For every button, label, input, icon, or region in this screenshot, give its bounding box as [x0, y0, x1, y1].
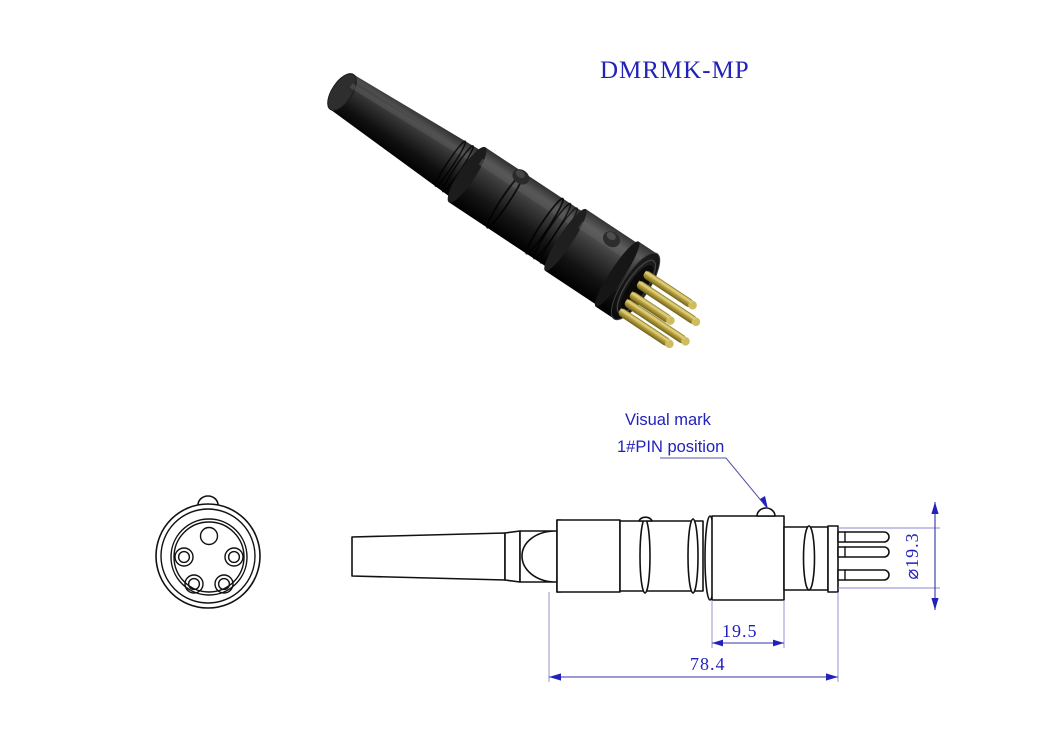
page-title: DMRMK-MP [600, 57, 750, 84]
front-view-socket-3 [224, 547, 244, 567]
side-view-cable-collar [504, 530, 521, 583]
pin-3 [629, 291, 675, 325]
side-view-visual-mark-bump [756, 507, 776, 517]
dimension-shell-length-text: 19.5 [722, 621, 758, 641]
side-view-oring-1 [639, 518, 651, 594]
front-view-second-ring [160, 508, 256, 604]
pin-1 [643, 270, 697, 310]
visual-mark-note-line2: 1#PIN position [617, 438, 724, 456]
side-view-pin-1 [837, 531, 890, 543]
front-view-keyway-bump [197, 495, 219, 506]
connector-pins-3d [618, 270, 701, 349]
dimension-overall-length-text: 78.4 [690, 654, 726, 674]
dimension-shell-length: 19.5 [711, 600, 785, 648]
side-view-boot-taper [519, 530, 557, 583]
pin-4 [624, 298, 690, 346]
dimension-shell-diameter-text: ⌀19.3 [902, 532, 922, 579]
visual-mark-leader [660, 457, 769, 510]
side-view [351, 507, 890, 601]
front-view [155, 495, 261, 609]
front-shell-3d [544, 208, 638, 305]
front-view-insert-ring [170, 518, 248, 596]
front-view-socket-5 [214, 574, 234, 594]
pin-2 [636, 280, 701, 327]
side-view-pin-2 [837, 546, 890, 558]
dimension-overall-length: 78.4 [548, 592, 839, 682]
side-view-cable [351, 532, 506, 581]
side-view-front-shell [711, 515, 785, 601]
front-view-socket-1 [199, 526, 219, 546]
side-view-pin-3 [837, 569, 890, 581]
dimension-shell-diameter: ⌀19.3 [838, 502, 940, 610]
boot-grooves-3d [434, 140, 475, 193]
side-view-boot-barrel [556, 519, 621, 593]
connector-3d-assembly [327, 73, 701, 349]
side-view-mid-bump [638, 516, 653, 522]
pin-5 [618, 307, 674, 349]
front-view-insert-inner-ring [173, 521, 245, 593]
side-view-pin-base [827, 525, 839, 593]
front-view-socket-4 [184, 574, 204, 594]
visual-mark-note-line1: Visual mark [625, 411, 712, 429]
side-view-oring-2 [687, 518, 699, 594]
front-view-socket-2 [174, 547, 194, 567]
side-view-oring-3 [802, 525, 816, 591]
connector-body-3d [447, 146, 584, 268]
